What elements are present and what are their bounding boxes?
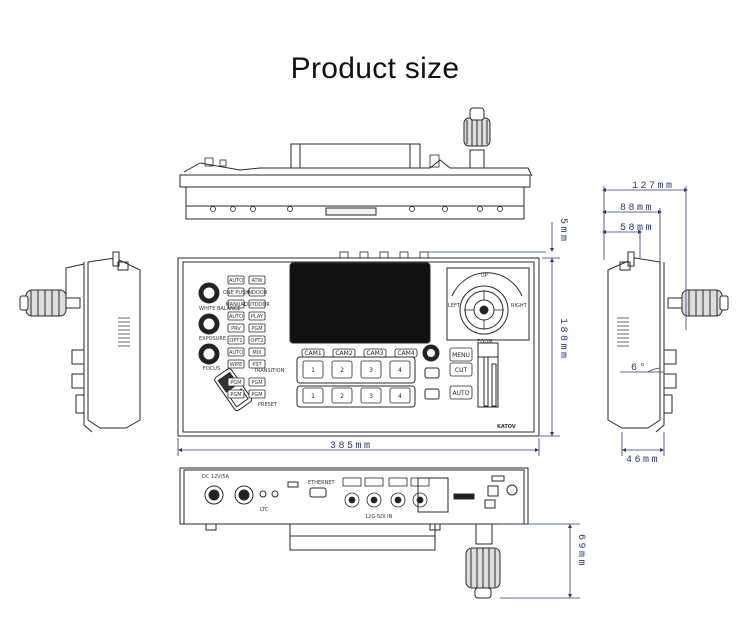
cam-key-label: CAM3: [366, 350, 383, 357]
small-key-label: MANUAL: [225, 302, 247, 308]
dimension-labels: 127mm 88mm 58mm 385mm 46mm 6° 5mm 188mm …: [330, 181, 675, 568]
small-key-label: ONE PUSH: [223, 290, 249, 296]
section-label-preset: PRESET: [258, 402, 278, 408]
svg-text:UP: UP: [481, 273, 488, 279]
number-key: [302, 360, 324, 379]
number-key-label: 3: [369, 393, 373, 400]
svg-text:ZOOM: ZOOM: [477, 339, 493, 345]
lcd-screen: [289, 262, 431, 344]
hdmi-port: [410, 477, 430, 487]
right-side-view: [607, 251, 729, 433]
right-key-column: MENU CUT AUTO: [449, 347, 473, 400]
number-key: [360, 387, 382, 404]
small-key-label: OPT1: [229, 338, 242, 344]
top-view: [179, 107, 533, 220]
dim-top-gap: 5mm: [557, 218, 568, 244]
right-key: [449, 362, 473, 377]
dim-width-top: 127mm: [632, 181, 675, 192]
svg-text:LEFT: LEFT: [448, 303, 461, 309]
right-key-label: AUTO: [453, 390, 470, 397]
left-side-view: [19, 251, 141, 433]
dim-height: 188mm: [557, 318, 568, 361]
section-label-transition: TRANSITION: [253, 368, 285, 374]
dim-side-depth: 46mm: [626, 455, 660, 466]
hdmi-port: [342, 477, 362, 487]
cam-key-label: CAM2: [335, 350, 352, 357]
right-key-label: MENU: [452, 352, 470, 359]
small-key-label: PST: [252, 362, 262, 368]
rear-joystick: [465, 523, 501, 599]
cam-key-label: CAM4: [397, 350, 414, 357]
dimension-lines: [177, 186, 688, 599]
hdmi-port: [388, 477, 408, 487]
small-key-label: AUTO: [229, 314, 243, 320]
right-key: [449, 385, 473, 400]
number-key: [360, 360, 382, 379]
bnc-pin: [348, 496, 356, 504]
joystick-area: [446, 267, 530, 341]
small-key-label: PGM: [251, 326, 262, 332]
number-key-label: 4: [398, 393, 402, 400]
small-key-label: INDOOR: [247, 290, 268, 296]
small-key-label: PGM: [251, 380, 262, 386]
number-key-rows: 1 2 3 4 1 2 3 4: [302, 360, 411, 404]
number-key-label: 1: [311, 367, 315, 374]
small-key-label: ATW: [251, 278, 262, 284]
hdmi-port: [364, 477, 384, 487]
number-key-label: 1: [311, 393, 315, 400]
small-key-label: AUTO: [229, 350, 243, 356]
small-key-label: PLAY: [251, 314, 264, 320]
dim-joystick-height: 69mm: [575, 534, 586, 568]
small-key-label: OUTDOOR: [244, 302, 270, 308]
small-key-label: OPT2: [250, 338, 263, 344]
rear-label-sdi: 12G-SDI IN: [365, 514, 393, 520]
small-key-label: PGM: [230, 380, 241, 386]
number-key-label: 4: [398, 367, 402, 374]
small-key-label: PGM: [251, 392, 262, 398]
number-key: [331, 360, 353, 379]
dim-length: 385mm: [330, 441, 373, 452]
number-key: [389, 360, 411, 379]
page-title: Product size: [290, 52, 460, 85]
small-key-label: AUTO: [229, 278, 243, 284]
dim-angle: 6°: [631, 362, 648, 374]
small-key-label: WIPE: [230, 362, 243, 368]
rear-label-ltc: LTC: [260, 507, 269, 513]
dim-width-mid: 88mm: [620, 203, 654, 214]
number-key-label: 3: [369, 367, 373, 374]
knob-label-focus: FOCUS: [203, 366, 220, 372]
svg-text:RIGHT: RIGHT: [511, 303, 528, 309]
small-key-label: PGM: [230, 392, 241, 398]
knob-label-wb: WHITE BALANCE: [199, 306, 241, 312]
rear-label-dc: DC 12V/5A: [202, 474, 230, 480]
dim-width-low: 58mm: [620, 223, 654, 234]
brand-logo: KATOV: [497, 424, 516, 430]
number-key: [302, 387, 324, 404]
right-key: [449, 347, 473, 362]
right-key-label: CUT: [455, 367, 468, 374]
rear-label-eth: ETHERNET: [308, 480, 336, 486]
knob-focus: [198, 343, 220, 365]
number-key: [389, 387, 411, 404]
bnc-pin: [370, 496, 378, 504]
bnc-pin: [394, 496, 402, 504]
small-key-label: PRV: [231, 326, 241, 332]
knob-label-exposure: EXPOSURE: [199, 336, 226, 342]
knob-white-balance: [198, 282, 220, 304]
small-key-label: MIX: [252, 350, 262, 356]
rear-view: DC 12V/5A LTC ETHERNET 12G-SDI IN: [179, 467, 529, 551]
knob-exposure: [198, 313, 220, 335]
number-key: [331, 387, 353, 404]
number-key-label: 2: [340, 393, 344, 400]
cam-key-label: CAM1: [304, 350, 321, 357]
number-key-label: 2: [340, 367, 344, 374]
